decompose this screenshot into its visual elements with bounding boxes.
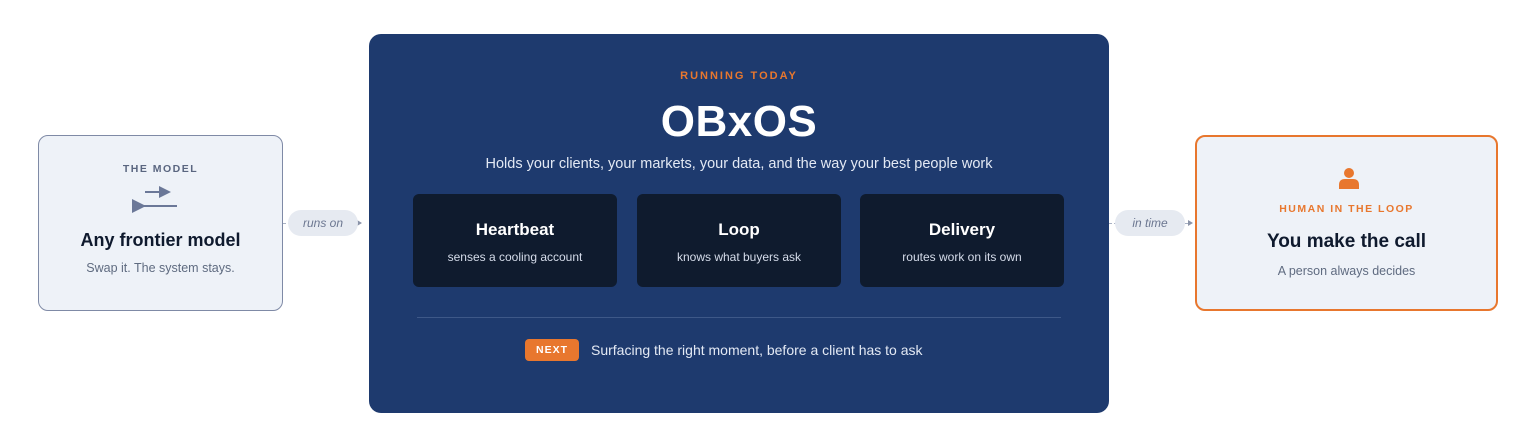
feature-delivery: Delivery routes work on its own (860, 194, 1064, 287)
feature-subtitle: knows what buyers ask (676, 250, 802, 264)
person-icon (1339, 168, 1359, 189)
feature-subtitle: senses a cooling account (447, 250, 583, 264)
feature-title: Loop (718, 220, 760, 239)
connector-right-arrow (1188, 220, 1193, 226)
next-description: Surfacing the right moment, before a cli… (591, 342, 923, 358)
running-today-eyebrow: RUNNING TODAY (680, 70, 798, 82)
feature-title: Delivery (928, 220, 996, 239)
feature-title: Heartbeat (475, 220, 555, 239)
model-card: THE MODEL Any frontier model Swap it. Th… (38, 135, 283, 311)
feature-subtitle: routes work on its own (902, 250, 1022, 264)
model-card-subtitle: Swap it. The system stays. (86, 261, 235, 275)
feature-loop: Loop knows what buyers ask (637, 194, 841, 287)
obxos-panel: RUNNING TODAY OBxOS Holds your clients, … (369, 34, 1109, 413)
obxos-description: Holds your clients, your markets, your d… (485, 156, 993, 172)
human-card-eyebrow: HUMAN IN THE LOOP (1279, 203, 1414, 215)
next-badge: NEXT (525, 339, 579, 361)
feature-heartbeat: Heartbeat senses a cooling account (413, 194, 617, 287)
obxos-title: OBxOS (660, 97, 818, 146)
model-card-eyebrow: THE MODEL (122, 163, 199, 175)
in-time-label: in time (1115, 210, 1185, 236)
connector-left-arrow (357, 220, 362, 226)
model-swap-icon (132, 186, 177, 213)
runs-on-label: runs on (288, 210, 358, 236)
human-card-title: You make the call (1266, 231, 1427, 252)
panel-divider (417, 317, 1061, 318)
human-card: HUMAN IN THE LOOP You make the call A pe… (1195, 135, 1498, 311)
human-card-subtitle: A person always decides (1277, 264, 1416, 278)
model-card-title: Any frontier model (80, 230, 241, 250)
